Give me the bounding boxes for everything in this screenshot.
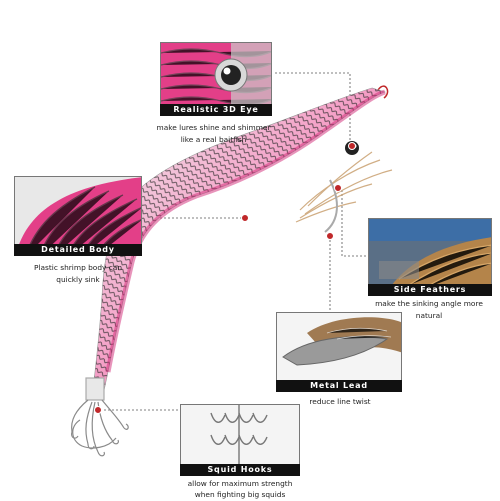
feathers-desc-line1: make the sinking angle more (375, 299, 483, 308)
eye-desc-line2: like a real baitfish (180, 135, 247, 144)
lead-thumbnail (276, 312, 402, 382)
body-desc-line2: quickly sink (56, 275, 100, 284)
body-title: Detailed Body (14, 244, 142, 256)
feathers-desc-line2: natural (415, 311, 443, 320)
shrimp-body-icon (15, 177, 141, 255)
hook-icon (181, 405, 299, 467)
hooks-desc-line2: when fighting big squids (194, 490, 286, 499)
line-eye (377, 85, 389, 99)
lead-desc-line1: reduce line twist (309, 397, 371, 406)
eye-thumbnail (160, 42, 272, 116)
hooks-title: Squid Hooks (180, 464, 300, 476)
lure-feathers (295, 151, 393, 223)
lead-weight-icon (277, 313, 401, 381)
eye-desc-line1: make lures shine and shimmer (156, 123, 271, 132)
hooks-desc-line1: allow for maximum strength (187, 479, 293, 488)
lure-hooks (71, 377, 129, 457)
body-desc-line1: Plastic shrimp body can (33, 263, 123, 272)
lure-lead-wire (324, 179, 338, 233)
hooks-thumbnail (180, 404, 300, 468)
eye-icon (161, 43, 271, 115)
lead-title: Metal Lead (276, 380, 402, 392)
body-thumbnail (14, 176, 142, 256)
feather-icon (369, 219, 491, 287)
feathers-thumbnail (368, 218, 492, 288)
feathers-title: Side Feathers (368, 284, 492, 296)
callout-markers (94, 142, 356, 414)
eye-title: Realistic 3D Eye (160, 104, 272, 116)
